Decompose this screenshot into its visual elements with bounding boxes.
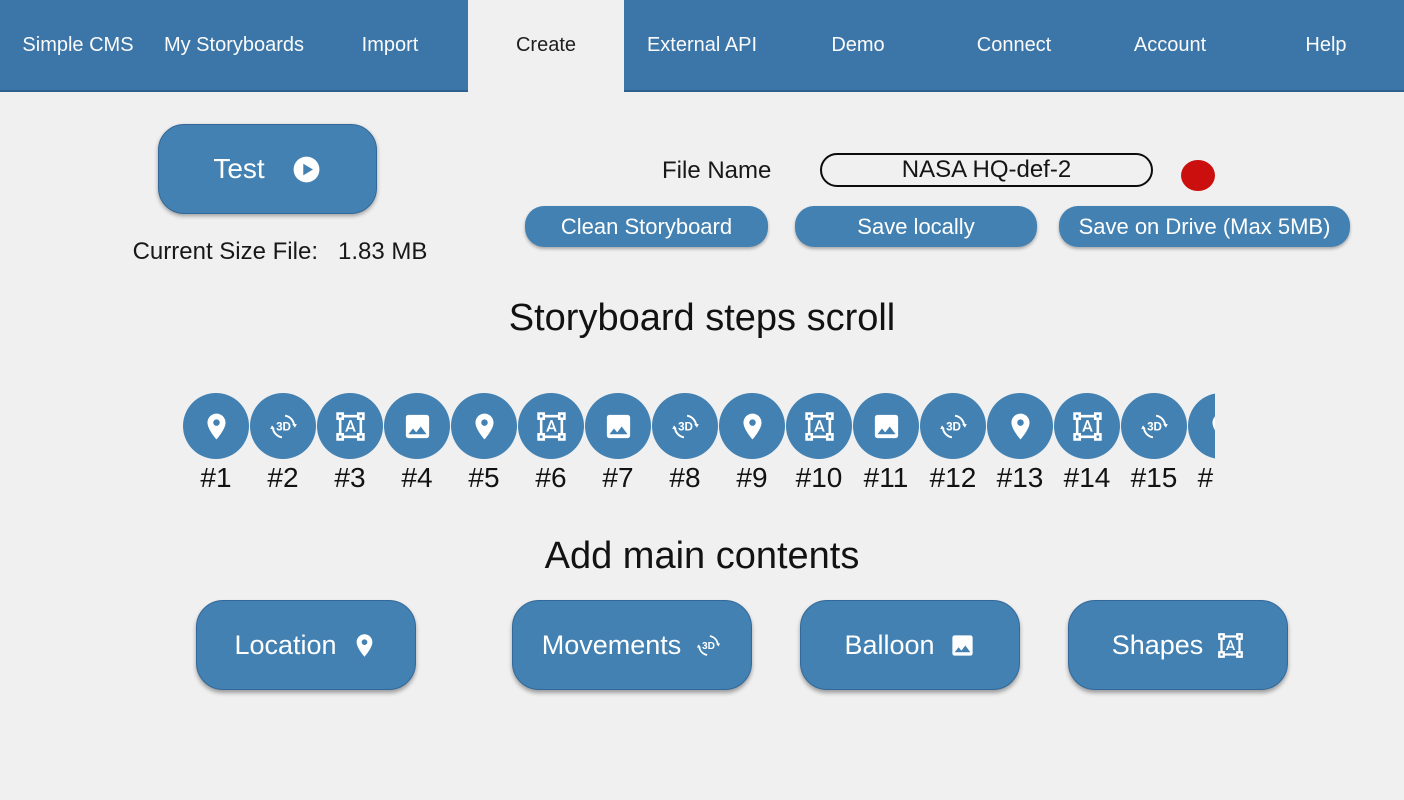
contents-section-title: Add main contents	[544, 535, 860, 577]
step-label: #4	[401, 462, 433, 493]
step-label: #2	[267, 462, 299, 493]
current-size-value: 1.83 MB	[338, 238, 428, 265]
balloon-button[interactable]: Balloon	[800, 600, 1020, 690]
step-item--7[interactable]: #7	[585, 393, 651, 494]
location-pin-icon	[719, 393, 785, 459]
format-shapes-icon	[1217, 632, 1244, 659]
save-on-drive-button[interactable]: Save on Drive (Max 5MB)	[1059, 206, 1350, 247]
image-icon	[853, 393, 919, 459]
step-label: #8	[669, 462, 701, 493]
step-label: #10	[795, 462, 843, 493]
nav-item-account[interactable]: Account	[1133, 33, 1207, 56]
location-pin-icon	[183, 393, 249, 459]
rotate-3d-icon: 3D	[695, 632, 722, 659]
format-shapes-icon	[317, 393, 383, 459]
nav-item-create[interactable]: Create	[468, 0, 624, 90]
step-label: #11	[863, 462, 909, 493]
location-pin-icon	[987, 393, 1053, 459]
content-button-label: Movements	[541, 629, 682, 660]
nav-item-demo[interactable]: Demo	[831, 33, 885, 56]
shapes-button[interactable]: Shapes	[1068, 600, 1288, 690]
step-item--5[interactable]: #5	[451, 393, 517, 494]
rotate-3d-icon: 3D	[652, 393, 718, 459]
steps-section-title: Storyboard steps scroll	[508, 297, 896, 339]
clean-storyboard-button[interactable]: Clean Storyboard	[525, 206, 768, 247]
step-label: #16	[1197, 462, 1215, 493]
image-icon	[585, 393, 651, 459]
image-icon	[384, 393, 450, 459]
current-size-label: Current Size File:	[132, 238, 318, 265]
step-label: #14	[1063, 462, 1111, 493]
step-item--6[interactable]: #6	[518, 393, 584, 494]
steps-row: #1 3D #2 #3 #4 #5 #6 #7 3D #8 #9 #10 #11 3D #12 #13 #14 3…	[183, 393, 1215, 494]
step-item--1[interactable]: #1	[183, 393, 249, 494]
step-item--14[interactable]: #14	[1054, 393, 1120, 494]
step-label: #9	[736, 462, 768, 493]
location-pin-icon	[351, 632, 378, 659]
step-label: #3	[334, 462, 366, 493]
rotate-3d-icon: 3D	[1121, 393, 1187, 459]
test-button-label: Test	[213, 153, 265, 184]
location-pin-icon	[451, 393, 517, 459]
steps-scroll-viewport[interactable]: #1 3D #2 #3 #4 #5 #6 #7 3D #8 #9 #10 #11 3D #12 #13 #14 3…	[183, 393, 1215, 495]
location-pin-icon	[1188, 393, 1215, 459]
svg-text:3D: 3D	[946, 420, 961, 433]
step-item--9[interactable]: #9	[719, 393, 785, 494]
nav-item-external-api[interactable]: External API	[646, 33, 758, 56]
play-circle-icon	[291, 154, 322, 185]
contents-row: Location Movements 3D Balloon Shapes	[0, 600, 1404, 690]
step-item--13[interactable]: #13	[987, 393, 1053, 494]
navbar: Simple CMS My Storyboards Import Create Exte…	[0, 0, 1404, 92]
content-button-label: Shapes	[1111, 629, 1204, 660]
save-locally-button[interactable]: Save locally	[795, 206, 1037, 247]
step-item--10[interactable]: #10	[786, 393, 852, 494]
movements-button[interactable]: Movements 3D	[512, 600, 752, 690]
svg-text:3D: 3D	[678, 420, 693, 433]
step-label: #12	[929, 462, 977, 493]
step-item--15[interactable]: 3D #15	[1121, 393, 1187, 494]
test-button[interactable]: Test	[158, 124, 377, 214]
rotate-3d-icon: 3D	[920, 393, 986, 459]
nav-item-help[interactable]: Help	[1305, 33, 1347, 56]
nav-item-my-storyboards[interactable]: My Storyboards	[163, 33, 305, 56]
nav-item-connect[interactable]: Connect	[976, 33, 1052, 56]
step-label: #7	[602, 462, 634, 493]
step-item--4[interactable]: #4	[384, 393, 450, 494]
step-item--16[interactable]: #16	[1188, 393, 1215, 494]
svg-text:3D: 3D	[276, 420, 291, 433]
format-shapes-icon	[518, 393, 584, 459]
rotate-3d-icon: 3D	[250, 393, 316, 459]
image-icon	[949, 632, 976, 659]
file-name-input[interactable]	[820, 153, 1153, 187]
nav-item-simple-cms[interactable]: Simple CMS	[22, 33, 134, 56]
location-button[interactable]: Location	[196, 600, 416, 690]
step-item--8[interactable]: 3D #8	[652, 393, 718, 494]
step-item--12[interactable]: 3D #12	[920, 393, 986, 494]
step-item--3[interactable]: #3	[317, 393, 383, 494]
current-size-text: Current Size File: 1.83 MB	[130, 238, 430, 266]
file-name-label: File Name	[662, 157, 772, 184]
step-label: #1	[200, 462, 232, 493]
step-label: #6	[535, 462, 567, 493]
record-indicator-dot	[1181, 160, 1215, 191]
step-label: #13	[996, 462, 1044, 493]
step-item--11[interactable]: #11	[853, 393, 919, 494]
svg-text:3D: 3D	[1147, 420, 1162, 433]
content-button-label: Location	[234, 629, 337, 660]
format-shapes-icon	[786, 393, 852, 459]
step-label: #5	[468, 462, 500, 493]
format-shapes-icon	[1054, 393, 1120, 459]
step-item--2[interactable]: 3D #2	[250, 393, 316, 494]
svg-text:3D: 3D	[702, 640, 715, 651]
content-button-label: Balloon	[844, 629, 935, 660]
step-label: #15	[1130, 462, 1178, 493]
nav-item-import[interactable]: Import	[361, 33, 419, 56]
